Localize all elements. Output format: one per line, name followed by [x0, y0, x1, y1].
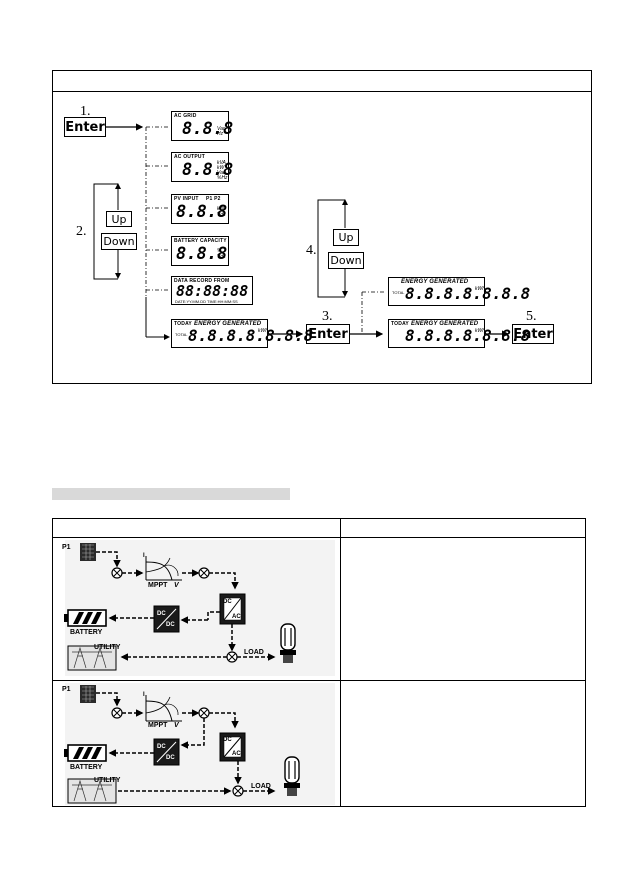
step-5-label: 5. — [526, 309, 537, 324]
current-axis-label: I — [143, 553, 145, 559]
lcd-total-label: TOTAL — [392, 290, 405, 295]
lcd-title: AC OUTPUT — [174, 154, 205, 160]
inverter-dc-label: DC — [223, 599, 232, 605]
lcd-energy-generated-total: ENERGY GENERATED TOTAL 8.8.8.8.8.8.8 kWh — [388, 277, 530, 306]
lcd-unit: Hz — [217, 131, 224, 137]
panel-header — [53, 71, 591, 92]
dcdc-top-label: DC — [157, 744, 166, 750]
battery-label: BATTERY — [70, 629, 103, 636]
light-bulb-icon — [280, 623, 296, 663]
dcdc-bottom-label: DC — [166, 755, 175, 761]
lcd-unit: kWh — [475, 286, 485, 292]
lcd-ac-grid: AC GRID 8.8.8 Vac Hz — [171, 111, 233, 141]
lcd-ac-output: AC OUTPUT 8.8.8 kVA kW Vac %Hz — [171, 152, 233, 182]
lcd-data-record: DATA RECORD FROM 88:88:88 DATE:YY.MM.DD … — [171, 276, 253, 305]
lcd-unit: Vdc — [217, 254, 226, 260]
operation-mode-table — [52, 518, 586, 807]
solar-panel-icon — [80, 685, 96, 703]
step-1-label: 1. — [80, 104, 91, 119]
lcd-title: ENERGY GENERATED — [411, 321, 479, 327]
lcd-total-label: TOTAL — [175, 332, 188, 337]
load-label: LOAD — [244, 649, 264, 656]
lcd-digits: 8.8.8.8.8.8.8 — [405, 326, 531, 345]
up-button-1[interactable]: Up — [106, 211, 132, 227]
lcd-title: ENERGY GENERATED — [401, 279, 469, 285]
lcd-title: AC GRID — [174, 113, 197, 119]
utility-grid-icon — [67, 645, 117, 671]
dcdc-bottom-label: DC — [166, 622, 175, 628]
step-3-label: 3. — [322, 309, 333, 324]
lcd-digits: 8.8.8 — [182, 119, 234, 139]
step-4-label: 4. — [306, 243, 317, 258]
lcd-today-label: TODAY — [391, 321, 409, 327]
mppt-label: MPPT — [148, 722, 168, 729]
up-button-4[interactable]: Up — [333, 229, 359, 246]
lcd-unit: kW — [217, 165, 225, 171]
voltage-axis-label: V — [174, 722, 179, 729]
lcd-title: BATTERY CAPACITY — [174, 238, 227, 244]
p1-label: P1 — [62, 544, 71, 551]
lcd-battery-capacity: BATTERY CAPACITY 8.8.8 % Vdc — [171, 236, 229, 266]
lcd-digits: 8.8.8 — [182, 160, 234, 180]
power-flow-diagram-2 — [64, 683, 335, 805]
lcd-unit: Vac — [217, 170, 226, 176]
lcd-pv-channels: P1 P2 — [206, 196, 221, 202]
lcd-unit: kWh — [475, 328, 485, 334]
down-button-4[interactable]: Down — [328, 252, 364, 269]
lcd-title: DATA RECORD FROM — [174, 278, 230, 284]
current-axis-label: I — [143, 692, 145, 698]
utility-label: UTILITY — [94, 644, 121, 651]
mppt-label: MPPT — [148, 582, 168, 589]
lcd-unit: kWh — [258, 328, 268, 334]
battery-label: BATTERY — [70, 764, 103, 771]
section-heading-bar — [52, 488, 290, 500]
lcd-energy-generated-1: TODAY ENERGY GENERATED TOTAL 8.8.8.8.8.8… — [171, 319, 313, 348]
lcd-today-label: TODAY — [174, 321, 192, 327]
enter-button-1[interactable]: Enter — [64, 117, 106, 137]
lcd-digits: 8.8.8 — [176, 202, 228, 222]
step-2-label: 2. — [76, 224, 87, 239]
lcd-digits: 8.8.8.8.8.8.8 — [405, 284, 531, 303]
utility-label: UTILITY — [94, 777, 121, 784]
lcd-title: PV INPUT — [174, 196, 199, 202]
solar-panel-icon — [80, 543, 96, 561]
lcd-digits: 8.8.8.8.8.8.8 — [188, 326, 314, 345]
lcd-unit: % — [217, 248, 222, 254]
lcd-date-time-format: DATE:YY.MM.DD TIME:HH:MM:SS — [175, 299, 238, 304]
lcd-title: ENERGY GENERATED — [194, 321, 262, 327]
dcdc-top-label: DC — [157, 611, 166, 617]
lcd-unit: kW — [217, 206, 225, 212]
inverter-dc-label: DC — [223, 737, 232, 743]
load-label: LOAD — [251, 783, 271, 790]
enter-button-5[interactable]: Enter — [512, 324, 554, 344]
utility-grid-icon — [67, 778, 117, 804]
down-button-1[interactable]: Down — [101, 233, 137, 250]
lcd-unit: %Hz — [217, 175, 228, 181]
table-header-divider — [52, 537, 586, 538]
lcd-unit: Vdc — [217, 212, 226, 218]
table-column-divider — [340, 518, 341, 807]
menu-flow-panel — [52, 70, 592, 384]
voltage-axis-label: V — [174, 582, 179, 589]
table-row-divider — [52, 680, 586, 681]
light-bulb-icon — [284, 756, 300, 796]
inverter-ac-label: AC — [232, 614, 241, 620]
p1-label: P1 — [62, 686, 71, 693]
lcd-energy-generated-today: TODAY ENERGY GENERATED 8.8.8.8.8.8.8 kWh — [388, 319, 530, 348]
lcd-unit: kVA — [217, 160, 226, 166]
lcd-digits: 88:88:88 — [176, 282, 249, 300]
lcd-pv-input: PV INPUT P1 P2 8.8.8 kW Vdc — [171, 194, 229, 224]
enter-button-3[interactable]: Enter — [306, 324, 350, 344]
power-flow-diagram-1 — [64, 540, 335, 676]
lcd-digits: 8.8.8 — [176, 244, 228, 264]
lcd-unit: Vac — [217, 126, 226, 132]
inverter-ac-label: AC — [232, 751, 241, 757]
